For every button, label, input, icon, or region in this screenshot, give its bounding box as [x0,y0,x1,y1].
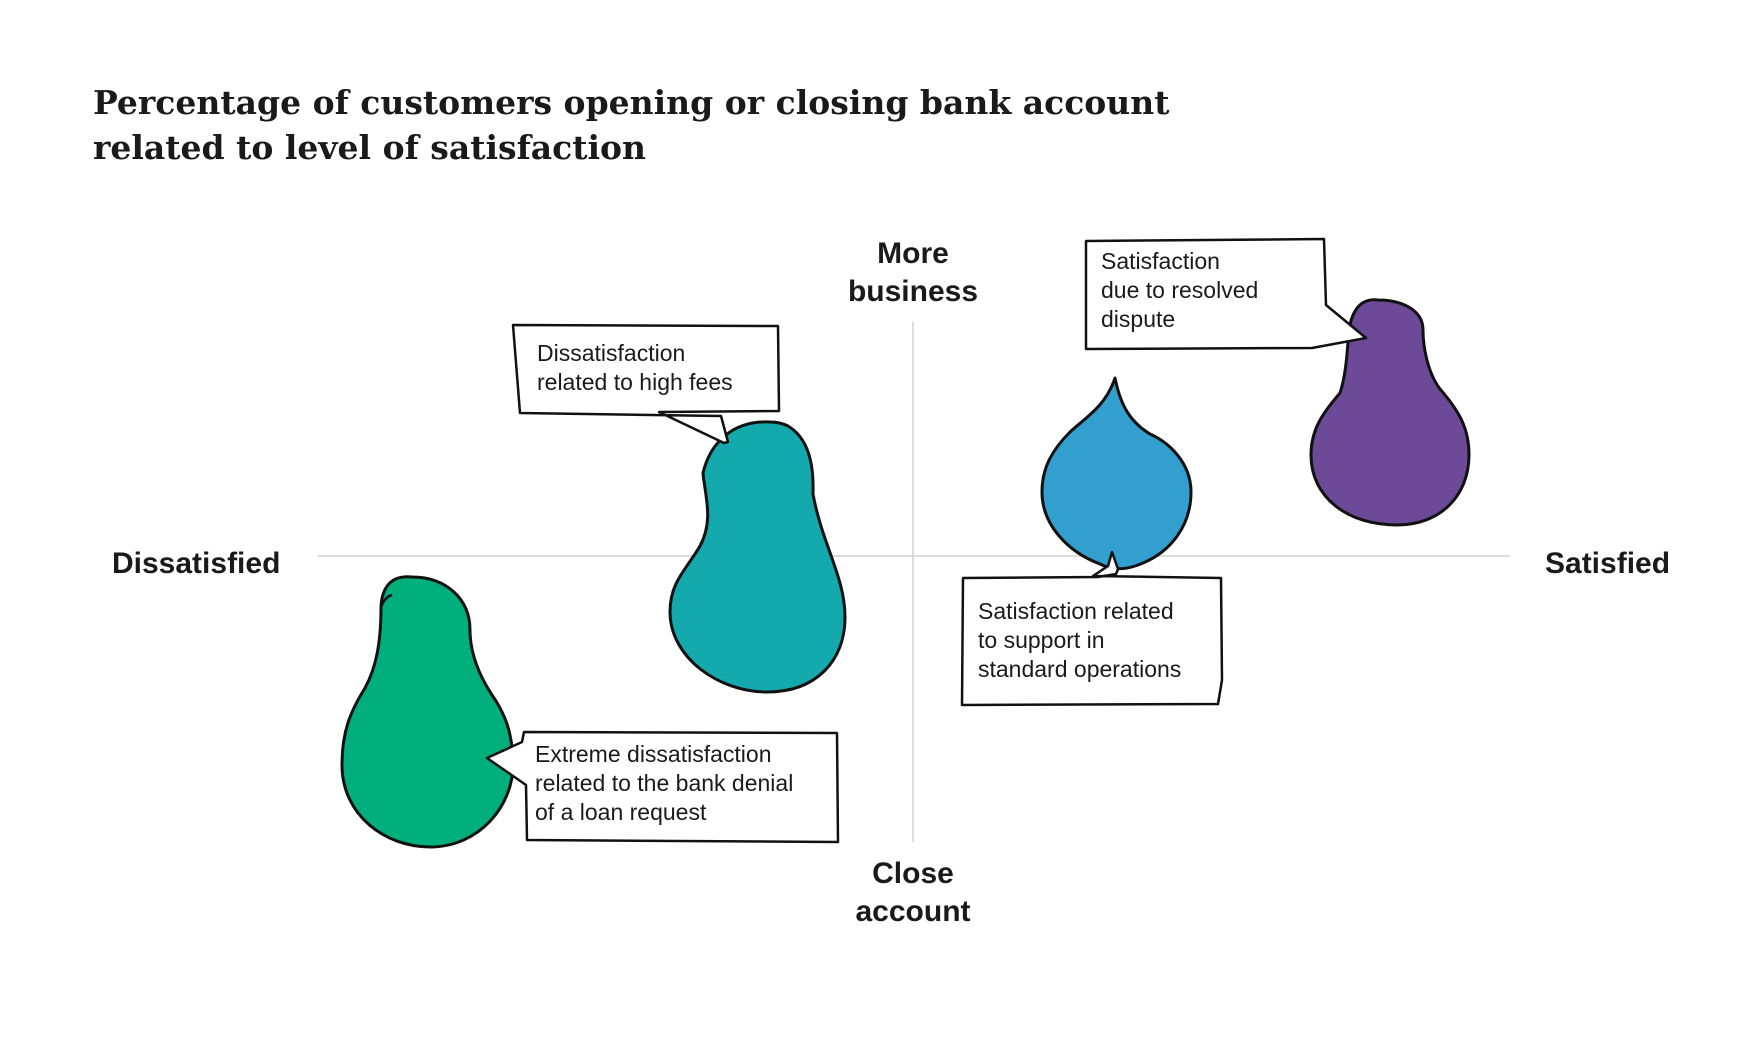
callout-high-fees-line-2: related to high fees [537,369,733,395]
callout-text-resolved-dispute: Satisfaction due to resolved dispute [1101,247,1258,334]
callout-resolved-dispute-line-3: dispute [1101,306,1176,332]
callout-box-resolved-dispute [1084,237,1368,351]
axis-label-top-line-2: business [847,275,979,308]
pear-shape-high-fees [668,420,847,694]
axis-label-more-business: More business [813,235,1013,311]
callout-high-fees-line-1: Dissatisfaction [537,340,686,366]
axis-label-bottom-line-1: Close [872,857,954,890]
callout-text-standard-ops: Satisfaction related to support in stand… [978,597,1181,684]
callout-loan-denial-line-1: Extreme dissatisfaction [535,741,772,767]
title-line-2: related to level of satisfaction [93,128,647,167]
callout-loan-denial-line-3: of a loan request [535,799,707,825]
callout-loan-denial-line-2: related to the bank denial [535,770,794,796]
callout-standard-ops-line-2: to support in [978,627,1105,653]
callout-standard-ops-line-1: Satisfaction related [978,598,1174,624]
drop-shape-standard-ops [1040,376,1193,571]
chart-title: Percentage of customers opening or closi… [93,80,1393,170]
axis-label-satisfied: Satisfied [1545,547,1671,580]
axis-label-dissatisfied: Dissatisfied [112,547,281,580]
pear-shape-loan-denial [340,575,515,849]
title-line-1: Percentage of customers opening or closi… [93,83,1170,122]
callout-box-high-fees [511,323,781,445]
callout-resolved-dispute-line-1: Satisfaction [1101,248,1220,274]
axis-label-bottom-line-2: account [855,895,971,928]
callout-box-standard-ops [960,550,1224,707]
callout-box-loan-denial [485,730,840,844]
callout-resolved-dispute-line-2: due to resolved [1101,277,1259,303]
axis-label-close-account: Close account [813,855,1013,931]
callout-text-high-fees: Dissatisfaction related to high fees [537,339,733,397]
pear-shape-resolved-dispute [1309,298,1471,527]
callout-standard-ops-line-3: standard operations [978,656,1182,682]
pear-stem-loan-denial [379,593,393,609]
callout-text-loan-denial: Extreme dissatisfaction related to the b… [535,740,793,827]
axis-label-top-line-1: More [877,237,949,270]
